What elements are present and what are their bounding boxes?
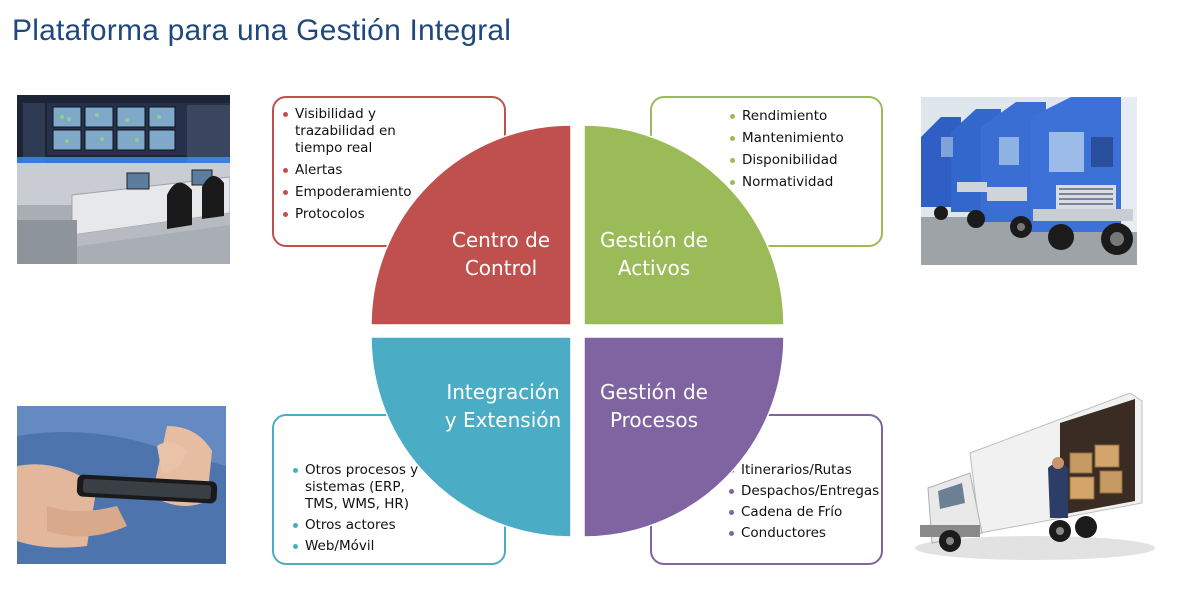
list-item: Alertas bbox=[283, 162, 408, 179]
centro-control-quadrant bbox=[370, 124, 572, 326]
list-item: Conductores bbox=[729, 525, 879, 542]
list-item: Rendimiento bbox=[730, 108, 844, 125]
list-item: Otros procesos y sistemas (ERP, TMS, WMS… bbox=[293, 462, 423, 513]
gestion-activos-quadrant bbox=[583, 124, 785, 326]
gestion-activos-label: Gestión de Activos bbox=[584, 226, 724, 282]
list-item: Disponibilidad bbox=[730, 152, 844, 169]
list-item: Visibilidad y trazabilidad en tiempo rea… bbox=[283, 106, 408, 157]
label-line: Centro de bbox=[451, 228, 551, 252]
gestion-activos-list: Rendimiento Mantenimiento Disponibilidad… bbox=[730, 108, 844, 196]
label-line: Gestión de bbox=[600, 228, 708, 252]
centro-control-list: Visibilidad y trazabilidad en tiempo rea… bbox=[283, 106, 412, 228]
list-item: Protocolos bbox=[283, 206, 408, 223]
list-item: Empoderamiento bbox=[283, 184, 412, 201]
integracion-extension-box: Otros procesos y sistemas (ERP, TMS, WMS… bbox=[272, 414, 506, 565]
delivery-truck-photo bbox=[910, 393, 1162, 565]
list-item: Despachos/Entregas bbox=[729, 483, 879, 500]
gestion-procesos-list: Itinerarios/Rutas Despachos/Entregas Cad… bbox=[729, 462, 879, 546]
label-line: Gestión de bbox=[600, 380, 708, 404]
label-line: Procesos bbox=[609, 408, 699, 432]
integracion-extension-list: Otros procesos y sistemas (ERP, TMS, WMS… bbox=[293, 462, 423, 559]
gestion-procesos-label: Gestión de Procesos bbox=[584, 378, 724, 434]
gestion-procesos-quadrant bbox=[583, 336, 785, 538]
list-item: Normatividad bbox=[730, 174, 844, 191]
trucks-fleet-photo bbox=[921, 97, 1137, 265]
label-line: Integración bbox=[446, 380, 560, 404]
list-item: Web/Móvil bbox=[293, 538, 423, 555]
list-item: Cadena de Frío bbox=[729, 504, 879, 521]
label-line: Activos bbox=[617, 256, 691, 280]
control-room-photo bbox=[17, 95, 230, 264]
page-title: Plataforma para una Gestión Integral bbox=[12, 14, 512, 47]
list-item: Otros actores bbox=[293, 517, 423, 534]
list-item: Mantenimiento bbox=[730, 130, 844, 147]
label-line: Control bbox=[464, 256, 538, 280]
label-line: y Extensión bbox=[444, 408, 562, 432]
integracion-extension-quadrant bbox=[370, 336, 572, 538]
integracion-extension-label: Integración y Extensión bbox=[433, 378, 573, 434]
centro-control-label: Centro de Control bbox=[431, 226, 571, 282]
smartphone-hands-photo bbox=[17, 406, 226, 564]
